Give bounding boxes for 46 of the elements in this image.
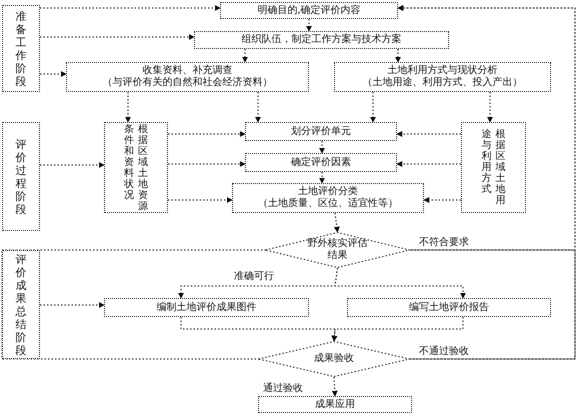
stage-box: 评价成果总结阶段 — [2, 250, 40, 359]
arrow — [397, 5, 576, 360]
arrow — [423, 197, 462, 203]
decision-diamond: 成果验收 — [258, 341, 410, 377]
arrow — [168, 197, 233, 203]
arrow — [255, 92, 261, 123]
arrow — [40, 34, 195, 40]
arrow — [168, 131, 246, 137]
arrow — [331, 316, 464, 342]
arrow — [332, 376, 338, 397]
process-box: 明确目的,确定评价内容 — [220, 2, 398, 19]
arrow — [168, 161, 246, 167]
process-box: 土地评价分类 （土地质量、区位、适宜性等） — [232, 183, 424, 213]
stage-box: 准备工作阶段 — [2, 5, 40, 92]
arrow — [319, 172, 325, 184]
edge-label: 不通过验收 — [418, 346, 470, 358]
edge-label: 准确可行 — [233, 271, 275, 283]
arrow — [319, 140, 325, 154]
process-box: 确定评价因素 — [245, 153, 397, 172]
arrow — [334, 212, 340, 233]
arrow — [396, 161, 462, 167]
edge-label: 通过验收 — [262, 383, 304, 395]
arrow — [40, 302, 105, 308]
arrow — [370, 92, 376, 123]
process-box: 编写土地评价报告 — [347, 298, 551, 317]
process-box: 根据区域土地资源条件和资料状况 — [104, 122, 168, 213]
arrow — [396, 131, 462, 137]
process-box: 土地利用方式与现状分析 （土地用途、利用方式、投入产出） — [334, 62, 551, 92]
arrow — [306, 18, 312, 32]
decision-diamond: 野外核实评估结果 — [265, 232, 410, 268]
process-box: 根据区域土地用途与利用方式 — [461, 122, 526, 213]
stage-box: 评价过程阶段 — [2, 122, 40, 231]
edge-label: 不符合要求 — [418, 237, 470, 249]
arrow — [242, 48, 248, 63]
arrow — [487, 92, 493, 123]
process-box: 编制土地评价成果图件 — [104, 298, 309, 317]
process-box: 成果应用 — [258, 396, 412, 413]
arrow — [40, 5, 221, 11]
arrow — [125, 92, 131, 123]
process-box: 划分评价单元 — [245, 122, 397, 141]
arrow — [395, 48, 401, 63]
arrow — [334, 268, 466, 299]
process-box: 组织队伍，制定工作方案与技术方案 — [194, 31, 449, 49]
arrow — [40, 71, 67, 77]
arrow — [40, 162, 105, 168]
process-box: 收集资料、补充调查 （与评价有关的自然和社会经济资料） — [66, 62, 309, 92]
